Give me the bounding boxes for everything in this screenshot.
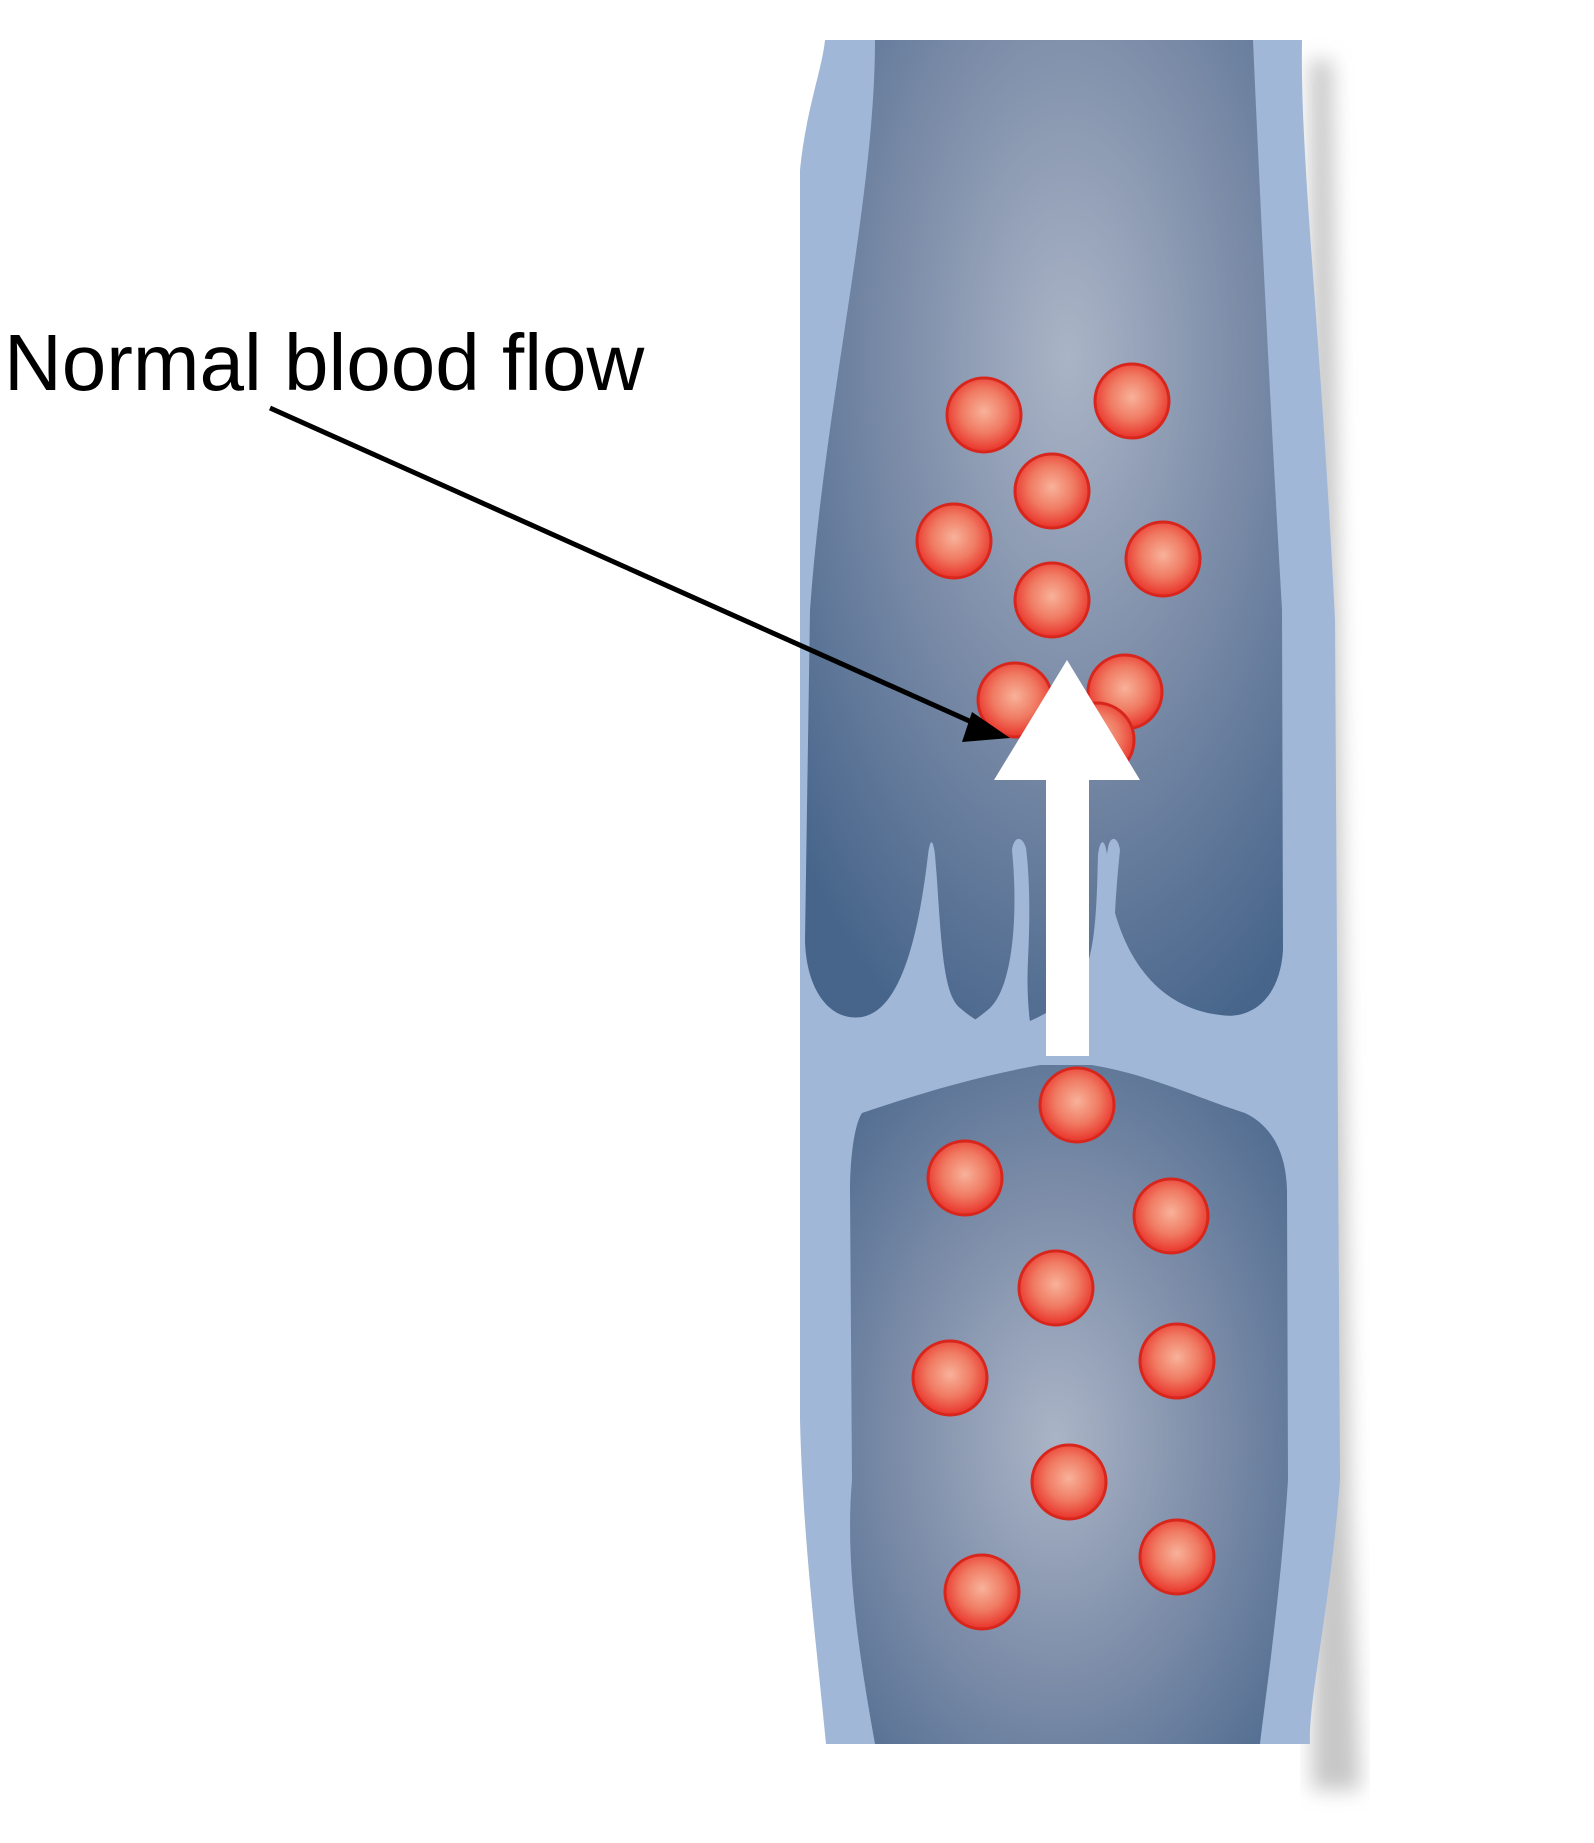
- red-blood-cell: [1030, 1443, 1108, 1521]
- red-blood-cell: [1138, 1518, 1216, 1596]
- red-blood-cell: [915, 502, 993, 580]
- callout-label: Normal blood flow: [4, 318, 645, 407]
- callout-arrow-icon: [268, 405, 1010, 742]
- red-blood-cell: [1017, 1249, 1095, 1327]
- red-blood-cell: [911, 1339, 989, 1417]
- red-blood-cell: [1093, 362, 1171, 440]
- red-blood-cell: [943, 1553, 1021, 1631]
- red-blood-cell: [1013, 561, 1091, 639]
- red-blood-cell: [1124, 520, 1202, 598]
- red-blood-cell: [1138, 1322, 1216, 1400]
- upper-lumen: [805, 40, 1283, 1028]
- lower-lumen: [850, 1065, 1288, 1744]
- lower-blood-cells: [911, 1066, 1216, 1631]
- valve-leaflet-right: [1092, 838, 1250, 1090]
- red-blood-cell: [945, 376, 1023, 454]
- valve-leaflet-left: [870, 838, 1040, 1090]
- upward-flow-arrow-icon: [994, 660, 1140, 1056]
- red-blood-cell: [1013, 452, 1091, 530]
- red-blood-cell: [1132, 1177, 1210, 1255]
- red-blood-cell: [926, 1139, 1004, 1217]
- red-blood-cell: [1038, 1066, 1116, 1144]
